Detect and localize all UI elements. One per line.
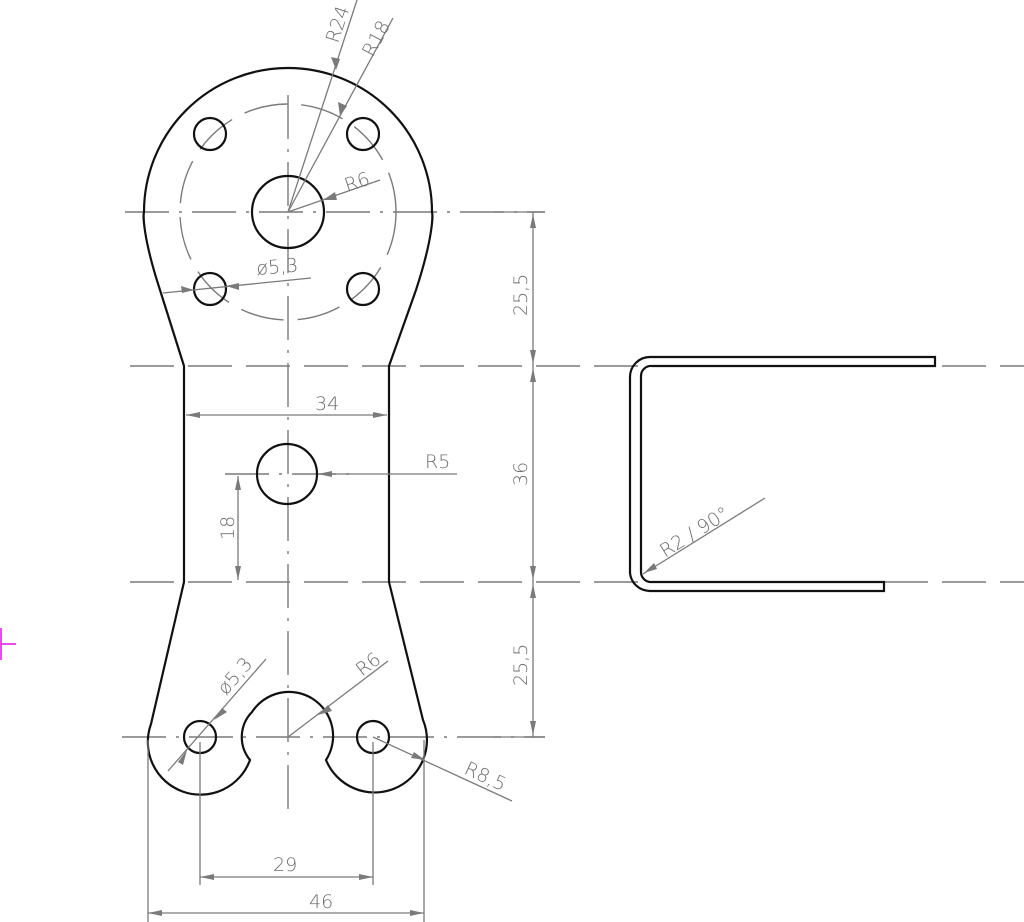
- r85-label: R8,5: [461, 758, 510, 796]
- middle-hole: [255, 442, 319, 506]
- overall-width-arrow-a: [148, 910, 162, 916]
- r24-label: R24: [322, 3, 354, 45]
- r6-center-label: R6: [342, 168, 373, 197]
- r6-notch-label: R6: [352, 648, 385, 681]
- middle-width-label: 34: [315, 393, 339, 415]
- hole-spacing-arrow-a: [200, 874, 214, 880]
- top-left-hole: [192, 116, 228, 152]
- bottom-left-bolt-hole: [192, 271, 228, 307]
- front-view-outline: [142, 66, 434, 796]
- r24-arrow: [331, 57, 340, 70]
- center-hole: [250, 174, 326, 250]
- overall-width-arrow-b: [410, 910, 424, 916]
- bent-profile: [628, 355, 937, 593]
- top-right-hole: [345, 116, 381, 152]
- r18-arrow: [338, 102, 347, 116]
- side-view-profile: [628, 355, 937, 593]
- top-hole-dia-arrow-a: [181, 286, 194, 293]
- r5-arrow: [318, 471, 332, 477]
- offset-label: 18: [217, 516, 239, 540]
- middle-width-arrow-a: [186, 412, 200, 418]
- r85-arrow: [411, 752, 425, 760]
- bottom-right-bolt-hole: [345, 271, 381, 307]
- r24-leader: [287, 0, 358, 213]
- part-outline: [142, 66, 434, 796]
- middle-height-label: 36: [510, 462, 532, 486]
- r6-notch-arrow: [318, 705, 332, 715]
- offset-arrow-a: [235, 476, 241, 490]
- r6-center-arrow: [323, 192, 337, 200]
- middle-width-arrow-b: [373, 412, 387, 418]
- centerlines: [122, 95, 1024, 815]
- bolt-circle: [179, 103, 397, 321]
- lower-height-arrow-a: [530, 584, 536, 598]
- overall-width-label: 46: [309, 891, 333, 913]
- r6-notch-leader: [287, 660, 389, 738]
- bottom-hole-dia-leader: [167, 658, 267, 772]
- upper-height-arrow-a: [530, 214, 536, 228]
- bend-leader: [642, 497, 766, 575]
- bottom-hole-dia-arrow-a: [178, 750, 187, 765]
- r85-leader: [372, 736, 513, 802]
- hole-spacing-label: 29: [273, 854, 297, 876]
- lower-height-arrow-b: [530, 721, 536, 735]
- offset-arrow-b: [235, 566, 241, 580]
- bend-note-label: R2 / 90°: [656, 503, 733, 563]
- bottom-hole-dia-arrow-b: [214, 708, 227, 720]
- hole-spacing-arrow-b: [359, 874, 373, 880]
- top-hole-dia-label: ø5,3: [256, 254, 300, 280]
- upper-height-arrow-b: [530, 350, 536, 364]
- dimensions: R24 R18 R6 ø5,3 25,5 36 25,5 3: [147, 0, 766, 922]
- ucs-marker-icon: [0, 628, 16, 660]
- upper-height-label: 25,5: [510, 274, 532, 316]
- middle-height-arrow-b: [530, 566, 536, 580]
- bend-arrow: [644, 563, 657, 573]
- r5-label: R5: [425, 451, 450, 473]
- lower-height-label: 25,5: [510, 644, 532, 686]
- top-hole-dia-arrow-b: [226, 283, 239, 290]
- middle-height-arrow-a: [530, 368, 536, 382]
